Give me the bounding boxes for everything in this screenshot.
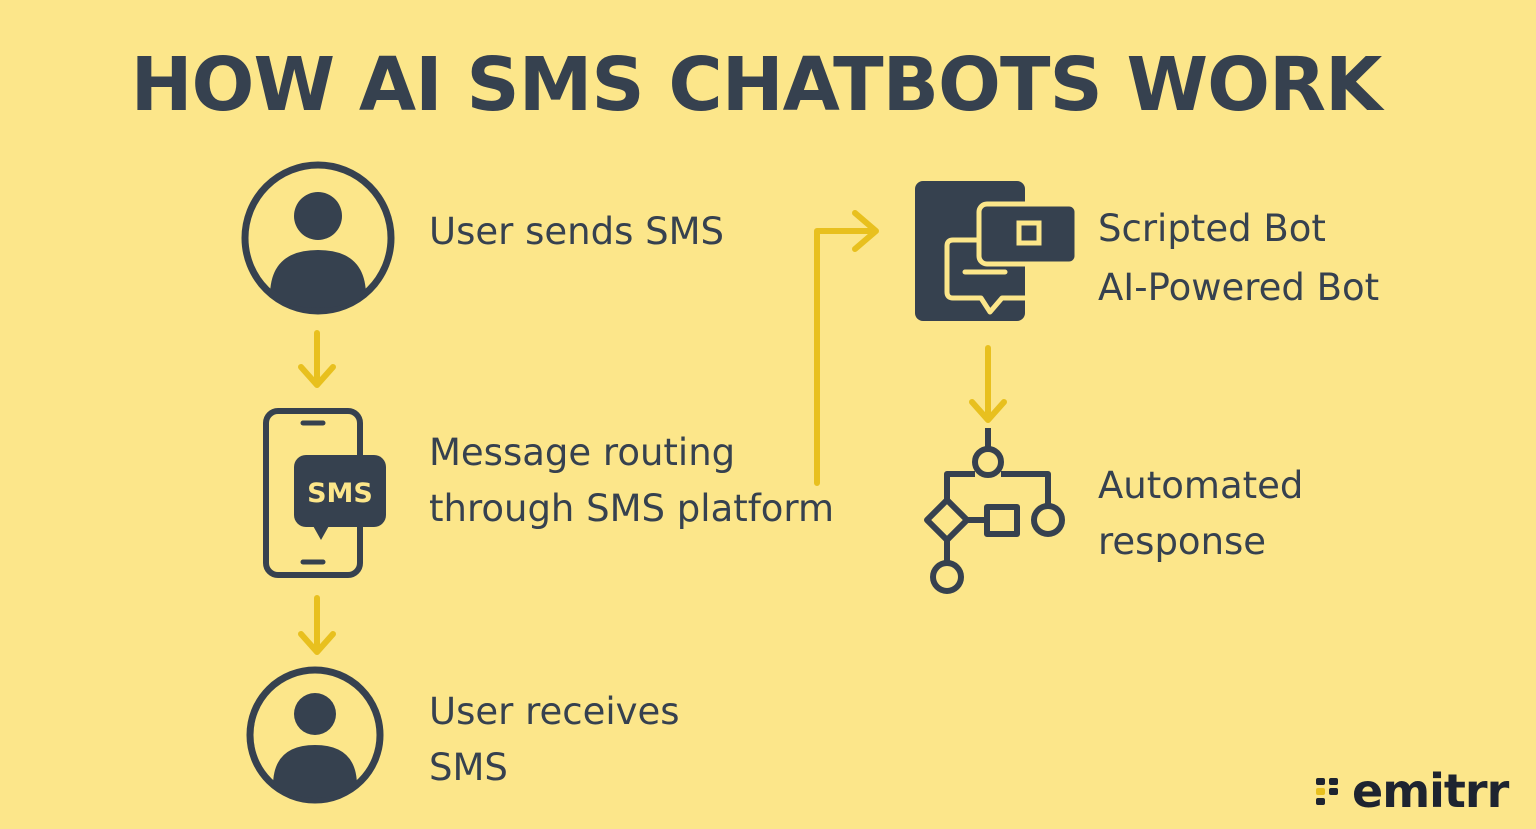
user-send-icon [241, 161, 395, 315]
label-bots-line1: Scripted Bot [1098, 207, 1326, 250]
arrow-down-2 [298, 595, 336, 655]
phone-sms-badge: SMS [307, 478, 373, 509]
label-automated-line1: Automated [1098, 464, 1304, 507]
label-bots-line2: AI-Powered Bot [1098, 266, 1380, 309]
flowchart-icon [924, 428, 1065, 594]
phone-sms-icon: SMS [263, 408, 386, 578]
label-automated-line2: response [1098, 520, 1267, 563]
label-automated: Automated response [1098, 458, 1303, 570]
label-user-sends-line1: User sends SMS [429, 210, 725, 253]
label-user-sends: User sends SMS [429, 204, 724, 260]
label-user-receives: User receives SMS [429, 684, 680, 796]
routing-arrow [814, 210, 879, 486]
user-receive-icon [246, 666, 384, 804]
arrow-down-3 [969, 345, 1007, 423]
label-user-receives-line2: SMS [429, 746, 508, 789]
label-routing-line1: Message routing [429, 431, 736, 474]
logo-text: emitrr [1352, 764, 1509, 818]
arrow-down-1 [298, 330, 336, 388]
page-title: HOW AI SMS CHATBOTS WORK [130, 42, 1383, 128]
label-bots: Scripted Bot AI-Powered Bot [1098, 199, 1379, 317]
chatbot-icon [915, 181, 1080, 321]
label-routing-line2: through SMS platform [429, 487, 835, 530]
logo-mark-icon [1316, 778, 1338, 805]
label-routing: Message routing through SMS platform [429, 425, 834, 537]
label-user-receives-line1: User receives [429, 690, 680, 733]
brand-logo: emitrr [1314, 764, 1509, 818]
